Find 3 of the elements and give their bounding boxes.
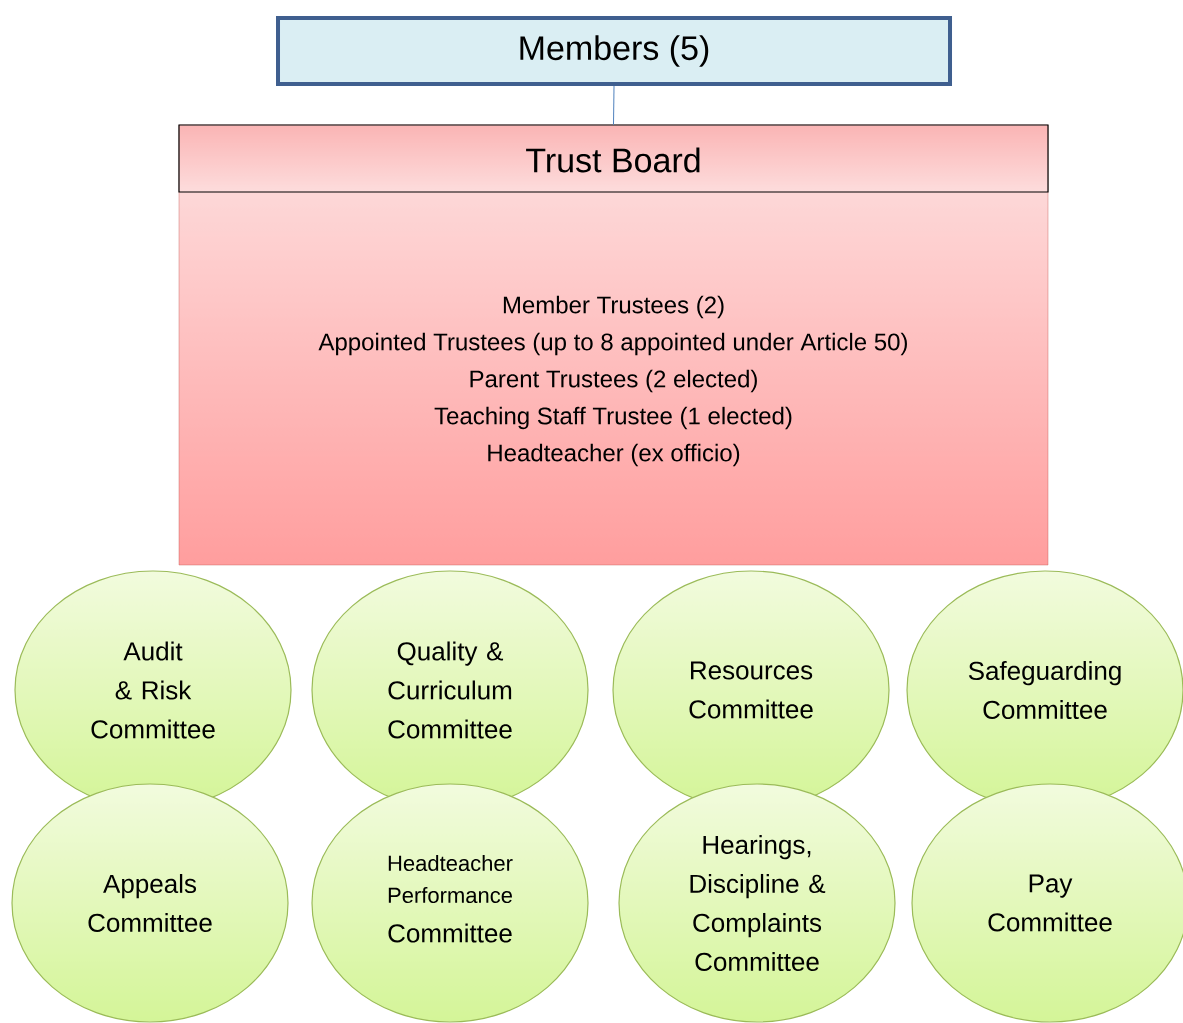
board-box: Trust Board Member Trustees (2) Appointed Trustees (up to 8 appointed under Article 50) Parent Trustees (2 elected) Teaching Staff Trustee (1 elected) Headteacher (ex officio): [178, 124, 1049, 566]
connector-line: [613, 85, 615, 126]
title-box: Members (5): [276, 16, 952, 86]
